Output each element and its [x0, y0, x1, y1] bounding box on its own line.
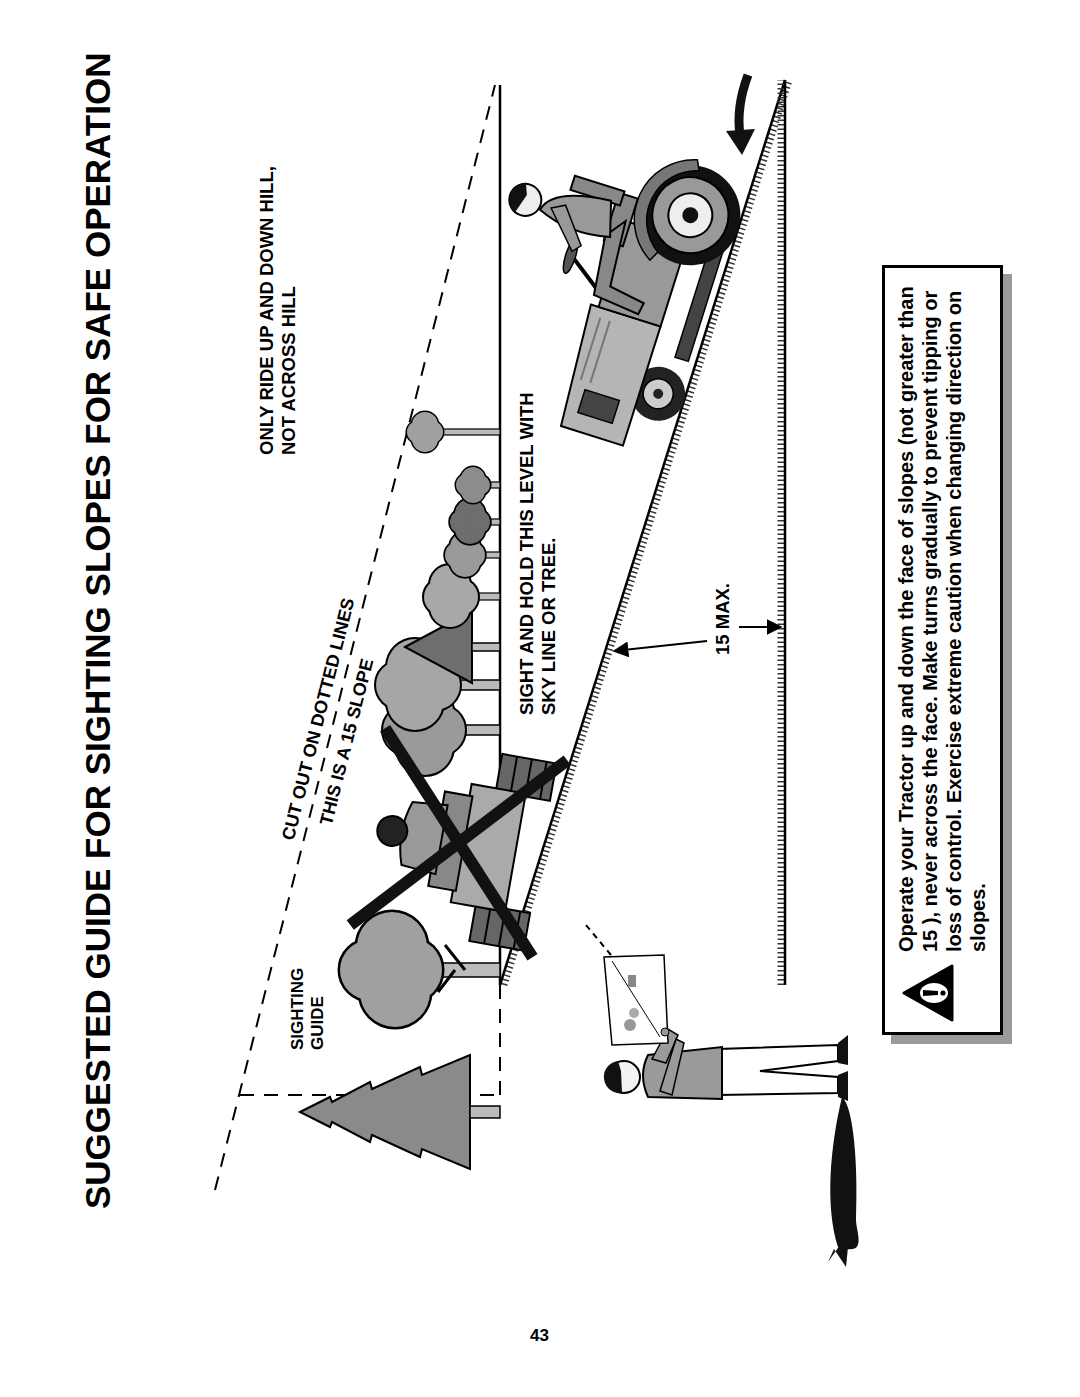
instruction-label: SIGHT AND HOLD THIS LEVEL WITH SKY LINE … — [516, 367, 560, 715]
sighting-card — [604, 955, 668, 1045]
warning-text: Operate your Tractor up and down the fac… — [894, 280, 990, 952]
tree — [300, 1055, 470, 1169]
tree — [340, 912, 442, 1027]
tree — [456, 467, 500, 503]
sighting-person — [838, 1035, 848, 1065]
tree — [450, 499, 500, 544]
tractor — [652, 388, 665, 401]
dashed-sight-lines — [215, 85, 611, 1190]
sighting-card — [661, 1028, 669, 1036]
angle-arrows — [614, 627, 781, 651]
tree — [459, 542, 485, 568]
dashed-sight-lines — [586, 925, 611, 955]
direction-arrow — [726, 75, 755, 155]
tractor — [578, 390, 620, 424]
sighting-card — [629, 1008, 639, 1018]
tree — [456, 467, 490, 503]
tractor — [541, 201, 592, 253]
page-number: 43 — [530, 1326, 549, 1346]
wrong-tractor — [375, 814, 410, 849]
tractor — [506, 181, 530, 214]
tree — [300, 1055, 500, 1169]
sighting-person — [660, 1039, 684, 1095]
instruction-label: ONLY RIDE UP AND DOWN HILL, NOT ACROSS H… — [256, 137, 300, 455]
tree — [340, 912, 442, 1027]
ground-lines — [500, 80, 785, 985]
tree — [407, 412, 443, 452]
warning-box: Operate your Tractor up and down the fac… — [882, 265, 1003, 1035]
warning-icon — [940, 990, 945, 995]
ground-lines — [500, 80, 789, 985]
tree — [407, 412, 443, 452]
tractor — [639, 375, 677, 413]
sighting-card — [624, 1019, 636, 1031]
tree — [470, 475, 490, 495]
tree — [436, 429, 500, 435]
tree — [470, 475, 490, 495]
wrong-tractor — [350, 728, 567, 957]
tree — [470, 1106, 500, 1118]
dashed-sight-lines — [499, 985, 501, 1095]
direction-arrow — [726, 129, 755, 155]
tree — [459, 542, 485, 568]
sighting-person — [838, 1071, 848, 1101]
guide-label: SIGHTING GUIDE — [288, 940, 328, 1050]
tractor — [448, 109, 754, 459]
tractor — [680, 205, 700, 225]
tree — [456, 467, 490, 503]
tractor — [505, 180, 545, 220]
tree — [442, 579, 478, 615]
tractor — [663, 188, 718, 243]
sighting-person — [828, 1245, 848, 1267]
sighting-card — [604, 955, 669, 1045]
wrong-tractor — [350, 728, 567, 957]
direction-arrow — [739, 75, 748, 135]
ground-lines — [778, 80, 785, 985]
angle-label: 15 MAX. — [712, 583, 734, 655]
tree — [421, 421, 443, 443]
tree — [450, 499, 490, 544]
ground-lines — [504, 80, 789, 985]
tree — [466, 510, 490, 534]
tree — [472, 643, 500, 651]
sighting-person — [604, 1061, 622, 1093]
tractor — [581, 318, 610, 383]
tree — [407, 412, 500, 452]
ground-lines — [784, 80, 787, 985]
sighting-person — [718, 1045, 838, 1095]
tree — [442, 579, 478, 615]
angle-arrows — [739, 626, 781, 628]
dashed-sight-lines — [215, 85, 495, 1190]
page-title: SUGGESTED GUIDE FOR SIGHTING SLOPES FOR … — [78, 53, 118, 1209]
sighting-person — [830, 1097, 858, 1249]
angle-arrows — [614, 641, 707, 651]
warning-icon — [923, 990, 938, 996]
sighting-person — [604, 1029, 859, 1267]
tree — [450, 499, 490, 544]
warning-icon — [901, 964, 955, 1022]
sighting-card — [628, 975, 636, 987]
tractor — [537, 181, 620, 241]
warning-icon — [904, 966, 952, 1020]
tree — [378, 938, 442, 1002]
warning-icon — [920, 983, 948, 1003]
tree — [421, 421, 443, 443]
tree — [378, 938, 442, 1002]
wrong-tractor — [350, 728, 567, 957]
tractor — [553, 304, 660, 445]
sighting-card — [612, 961, 660, 1037]
tree — [466, 510, 490, 534]
